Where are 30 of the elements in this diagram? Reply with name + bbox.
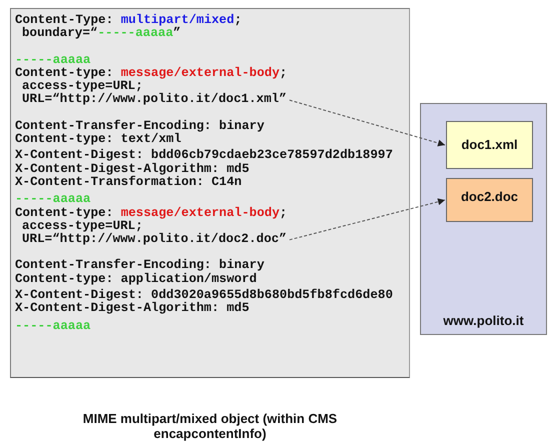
website-panel [420,103,547,335]
document-box [446,178,533,222]
document-box [446,121,533,169]
document-name: doc1.xml [461,137,518,152]
header-line: access-type=URL; [21,80,143,94]
header-line: X-Content-Transformation: C14n [15,176,242,190]
header-line: Content-type: message/external-body; [15,206,288,220]
header-line: boundary=“-----aaaaa” [22,27,181,41]
url-line: URL=“http://www.polito.it/doc2.doc” [15,233,287,246]
header-line: X-Content-Digest-Algorithm: md5 [15,162,250,176]
header-line: Content-type: application/msword [15,272,257,286]
header-line: X-Content-Digest-Algorithm: md5 [15,302,250,316]
header-line: -----aaaaa [15,193,91,207]
header-line: -----aaaaa [15,320,91,333]
dashed-arrow [289,198,446,240]
dashed-arrow [289,100,446,146]
header-line: Content-type: text/xml [15,133,182,146]
url-line: URL=“http://www.polito.it/doc1.xml” [15,93,287,107]
document-name: doc2.doc [460,189,518,204]
site-address: www.polito.it [442,313,525,328]
header-line: Content-Transfer-Encoding: binary [15,259,264,272]
header-line: Content-type: message/external-body; [15,66,288,80]
header-line: access-type=URL; [22,220,143,233]
header-line: Content-Type: multipart/mixed; [15,14,242,27]
caption: MIME multipart/mixed object (within CMS encapcontentInfo) [82,411,338,441]
message-panel [10,8,410,378]
header-line: -----aaaaa [15,54,91,67]
header-line: Content-Transfer-Encoding: binary [15,120,264,133]
header-line: X-Content-Digest: 0dd3020a9655d8b680bd5fb8fcd6de80 [15,289,393,302]
header-line: X-Content-Digest: bdd06cb79cdaeb23ce78597d2db18997 [15,149,393,162]
